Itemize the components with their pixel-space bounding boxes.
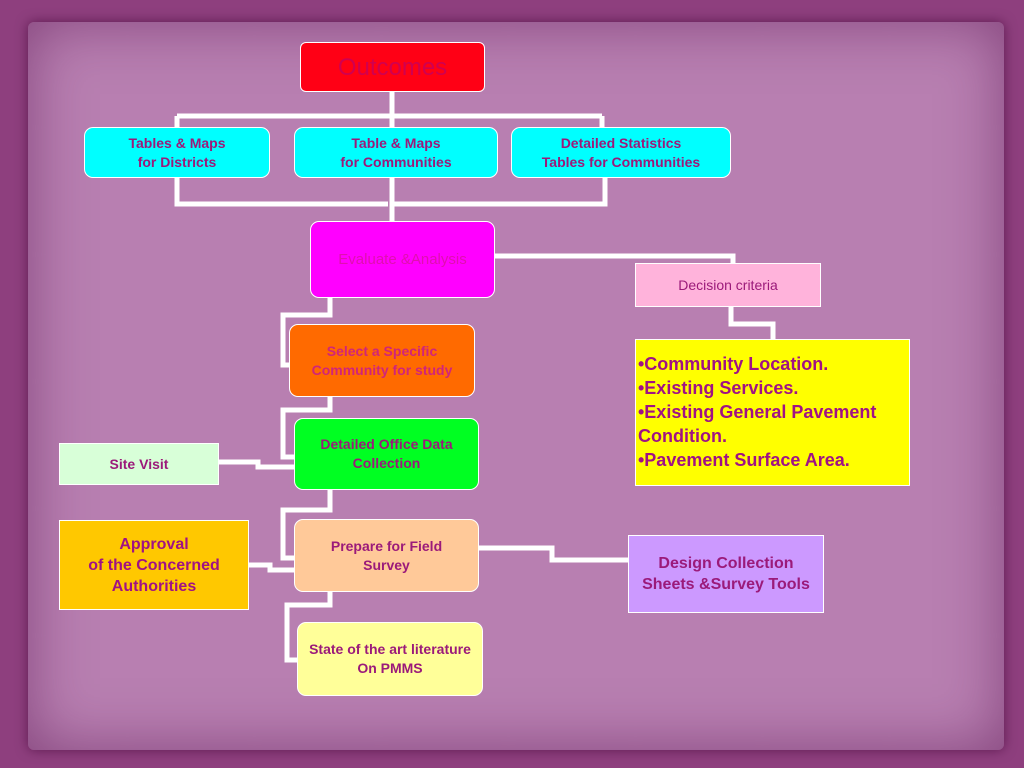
criteria-list-node: •Community Location. •Existing Services.… [635, 339, 910, 486]
connector-approval-prepare [249, 562, 294, 573]
connector-prepare-literature [284, 592, 333, 663]
connector-office-prepare [280, 490, 333, 561]
connector-stats-bottom [392, 178, 608, 207]
connector-site-office [219, 459, 294, 470]
select-community-node: Select a Specific Community for study [289, 324, 475, 397]
connector-districts-bottom [174, 178, 388, 207]
tables-maps-districts-node: Tables & Maps for Districts [84, 127, 270, 178]
literature-pmms-node: State of the art literature On PMMS [297, 622, 483, 696]
approval-authorities-node: Approval of the Concerned Authorities [59, 520, 249, 610]
site-visit-node: Site Visit [59, 443, 219, 485]
design-collection-sheets-node: Design Collection Sheets &Survey Tools [628, 535, 824, 613]
connector-prepare-design [479, 545, 628, 563]
office-data-collection-node: Detailed Office Data Collection [294, 418, 479, 490]
prepare-field-survey-node: Prepare for Field Survey [294, 519, 479, 592]
evaluate-analysis-node: Evaluate &Analysis [310, 221, 495, 298]
detailed-statistics-node: Detailed Statistics Tables for Communiti… [511, 127, 731, 178]
table-maps-communities-node: Table & Maps for Communities [294, 127, 498, 178]
connector-select-office [280, 397, 333, 460]
decision-criteria-node: Decision criteria [635, 263, 821, 307]
outcomes-node: Outcomes [300, 42, 485, 92]
connector-evaluate-select [280, 298, 333, 368]
connector-evaluate-decision [495, 253, 736, 263]
connector-decision-criteria [728, 307, 776, 339]
